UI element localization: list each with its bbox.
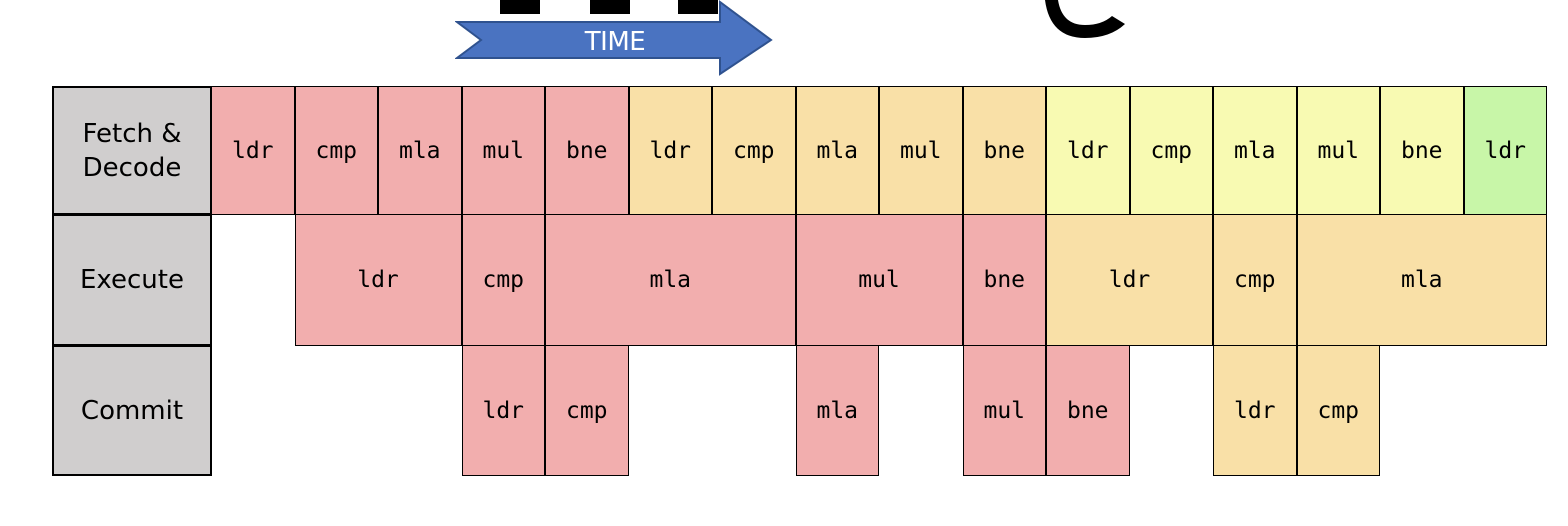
instruction-cell: bne	[962, 214, 1046, 346]
instruction-cell: cmp	[461, 214, 545, 346]
instruction-cell: mul	[795, 214, 963, 346]
instruction-cell: ldr	[211, 86, 295, 215]
instruction-cell: bne	[1380, 86, 1464, 215]
instruction-cell: mla	[545, 214, 796, 346]
instruction-cell: mla	[1213, 86, 1297, 215]
instruction-cell: ldr	[1463, 86, 1547, 215]
instruction-cell: mul	[1296, 86, 1380, 215]
instruction-cell: cmp	[1129, 86, 1213, 215]
title-fragment-decoration	[500, 0, 1125, 38]
instruction-cell: cmp	[294, 86, 378, 215]
instruction-cell: mla	[795, 345, 879, 476]
instruction-cell: cmp	[712, 86, 796, 215]
instruction-cell: ldr	[1046, 86, 1130, 215]
instruction-cell: mla	[1296, 214, 1547, 346]
instruction-cell: cmp	[1213, 214, 1297, 346]
instruction-cell: ldr	[294, 214, 462, 346]
stage-label: Fetch & Decode	[52, 86, 212, 215]
stage-label: Commit	[52, 345, 212, 476]
instruction-cell: mul	[879, 86, 963, 215]
instruction-cell: cmp	[1296, 345, 1380, 476]
instruction-cell: mla	[795, 86, 879, 215]
instruction-cell: bne	[545, 86, 629, 215]
time-label: TIME	[584, 27, 646, 57]
instruction-cell: mla	[378, 86, 462, 215]
time-arrow-icon	[455, 0, 773, 76]
instruction-cell: ldr	[461, 345, 545, 476]
instruction-cell: mul	[461, 86, 545, 215]
instruction-cell: mul	[962, 345, 1046, 476]
instruction-cell: cmp	[545, 345, 629, 476]
instruction-cell: ldr	[1213, 345, 1297, 476]
instruction-cell: ldr	[1046, 214, 1213, 346]
instruction-cell: ldr	[628, 86, 712, 215]
instruction-cell: bne	[962, 86, 1046, 215]
stage-label: Execute	[52, 214, 212, 346]
instruction-cell: bne	[1046, 345, 1130, 476]
